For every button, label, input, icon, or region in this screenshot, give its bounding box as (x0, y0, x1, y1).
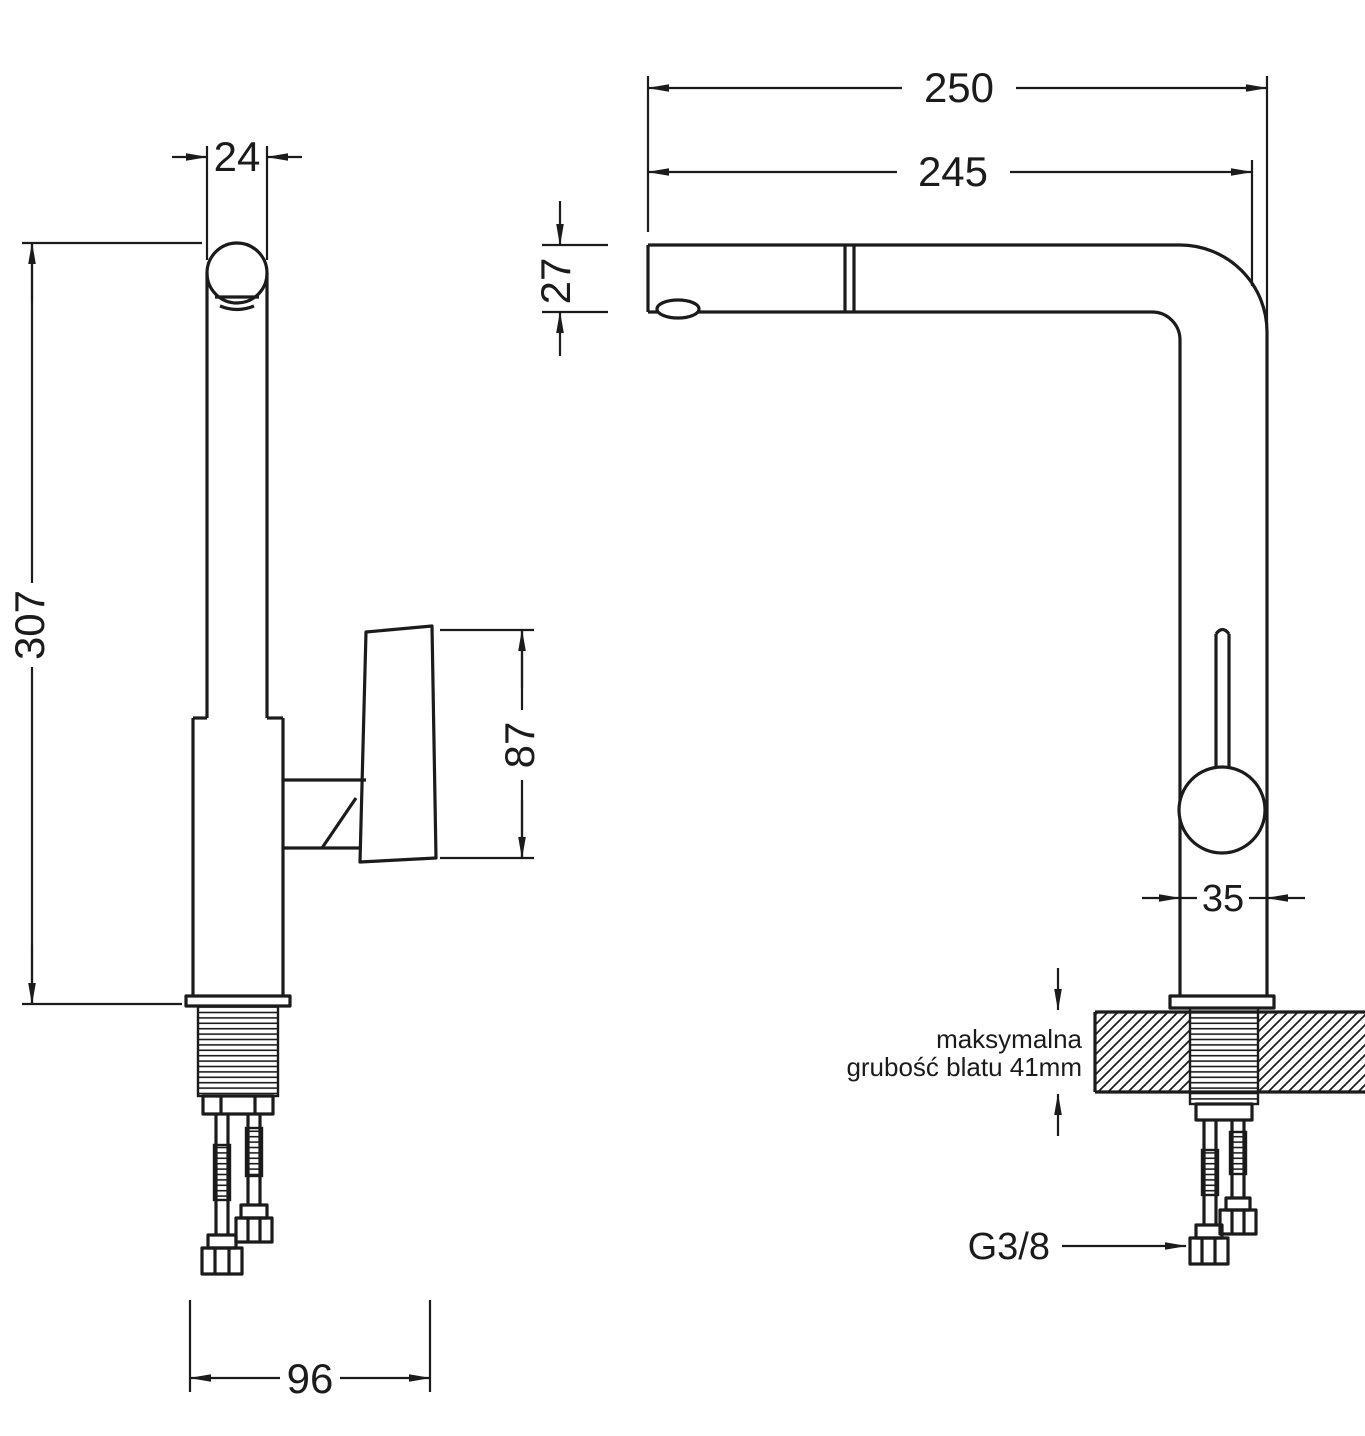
front-base-flange (1168, 994, 1276, 1010)
dimension-spout-reach: 245 (647, 148, 1254, 286)
front-view: 250 245 27 35 maksyma (532, 64, 1365, 1268)
front-mounting-hardware (1188, 1102, 1258, 1266)
dimension-overall-reach-label: 250 (924, 64, 994, 111)
front-handle-lever (1177, 627, 1267, 855)
dimension-spout-height: 27 (532, 201, 608, 356)
dimension-spout-reach-label: 245 (918, 148, 988, 195)
front-mounting-thread (1188, 1006, 1260, 1106)
countertop-section (1093, 1010, 1365, 1094)
dimension-handle-height-label: 87 (496, 722, 543, 769)
front-spout-body (646, 243, 1269, 996)
dimension-total-height-label: 307 (6, 590, 53, 660)
side-mounting-thread (196, 1004, 280, 1098)
side-base-flange (184, 994, 292, 1008)
countertop-note-line1: maksymalna (936, 1024, 1082, 1054)
side-handle (283, 624, 438, 864)
side-spout-cap (205, 241, 269, 312)
thread-size-label: G3/8 (968, 1226, 1050, 1268)
dimension-spout-height-label: 27 (532, 258, 579, 305)
aerator-nozzle (655, 298, 701, 320)
dimension-body-width: 35 (1142, 878, 1305, 920)
countertop-thickness-note: maksymalna grubość blatu 41mm (846, 968, 1083, 1136)
dimension-handle-height: 87 (440, 628, 543, 860)
dimension-top-width-label: 24 (214, 133, 261, 180)
thread-size-callout: G3/8 (968, 1226, 1187, 1268)
handle-knob (1177, 765, 1267, 855)
dimension-base-depth: 96 (188, 1300, 432, 1402)
side-riser-pipe (191, 273, 285, 996)
dimension-top-width: 24 (172, 133, 302, 260)
side-view: 24 307 87 96 (6, 133, 543, 1402)
dimension-overall-reach: 250 (646, 64, 1269, 328)
dimension-total-height: 307 (6, 241, 202, 1006)
side-mounting-hardware (200, 1094, 275, 1276)
countertop-note-line2: grubość blatu 41mm (846, 1052, 1082, 1082)
dimension-body-width-label: 35 (1202, 878, 1244, 920)
dimension-base-depth-label: 96 (287, 1355, 334, 1402)
